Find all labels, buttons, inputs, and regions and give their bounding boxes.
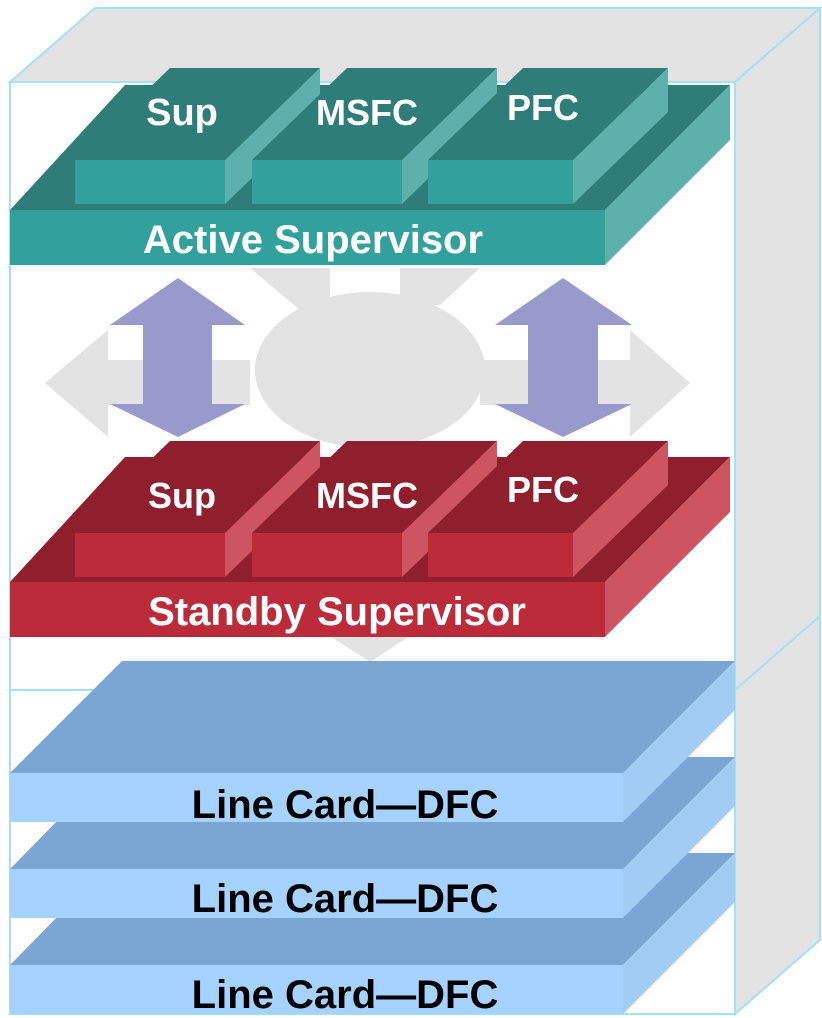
standby-module-pfc-front: [428, 533, 573, 577]
standby-supervisor: Sup MSFC PFC Standby Supervisor: [10, 441, 730, 637]
down-background-arrow: [330, 636, 410, 662]
standby-module-sup-label: Sup: [148, 475, 216, 516]
standby-module-sup-side: [225, 441, 320, 577]
active-module-pfc-top: [428, 68, 668, 160]
upper-right-background-arrow: [400, 268, 480, 305]
line-card-1-top: [10, 661, 735, 773]
line-card-3-label: Line Card—DFC: [192, 973, 499, 1017]
line-card-1: Line Card—DFC: [10, 661, 735, 827]
active-supervisor: Sup MSFC PFC Active Supervisor: [10, 68, 730, 265]
standby-module-msfc-side: [402, 441, 497, 577]
active-module-sup: Sup: [75, 68, 320, 204]
active-module-msfc-side: [402, 68, 497, 204]
standby-supervisor-label: Standby Supervisor: [148, 590, 526, 634]
standby-module-msfc-top: [252, 441, 497, 533]
active-module-msfc-front: [252, 160, 402, 204]
line-card-2-label: Line Card—DFC: [192, 877, 499, 921]
line-card-1-front: [10, 773, 623, 822]
sync-arrows: [110, 278, 632, 437]
upper-left-background-arrow: [250, 268, 330, 310]
active-module-sup-front: [75, 160, 225, 204]
active-supervisor-label: Active Supervisor: [143, 218, 483, 262]
standby-supervisor-side: [605, 457, 730, 637]
active-supervisor-front: [10, 210, 605, 265]
standby-module-pfc: PFC: [428, 441, 668, 577]
standby-module-sup-front: [75, 533, 225, 577]
backplane-hub: [255, 292, 485, 448]
active-module-pfc-front: [428, 160, 573, 204]
right-sync-arrow: [495, 278, 632, 437]
left-sync-arrow: [110, 278, 245, 437]
active-module-pfc-side: [573, 68, 668, 204]
standby-supervisor-front: [10, 582, 605, 637]
standby-module-pfc-side: [573, 441, 668, 577]
chassis-side-divider: [734, 615, 821, 691]
line-card-1-side: [623, 661, 735, 822]
standby-module-msfc-front: [252, 533, 402, 577]
active-module-msfc: MSFC: [252, 68, 497, 204]
standby-module-pfc-label: PFC: [507, 469, 579, 510]
standby-module-pfc-top: [428, 441, 668, 533]
chassis-side: [734, 5, 821, 1017]
active-module-msfc-top: [252, 68, 497, 160]
line-card-3-side: [623, 853, 735, 1014]
line-card-2-front: [10, 869, 623, 918]
standby-module-msfc-label: MSFC: [316, 475, 418, 516]
active-supervisor-side: [605, 85, 730, 265]
active-module-pfc: PFC: [428, 68, 668, 204]
line-card-3-front: [10, 965, 623, 1014]
active-module-msfc-label: MSFC: [316, 92, 418, 133]
active-module-sup-label: Sup: [146, 92, 218, 134]
active-module-sup-side: [225, 68, 320, 204]
standby-module-sup: Sup: [75, 441, 320, 577]
standby-module-msfc: MSFC: [252, 441, 497, 577]
line-card-2-side: [623, 757, 735, 918]
line-card-1-label: Line Card—DFC: [192, 783, 499, 827]
active-module-pfc-label: PFC: [507, 87, 579, 128]
active-module-sup-top: [75, 68, 320, 160]
standby-module-sup-top: [75, 441, 320, 533]
